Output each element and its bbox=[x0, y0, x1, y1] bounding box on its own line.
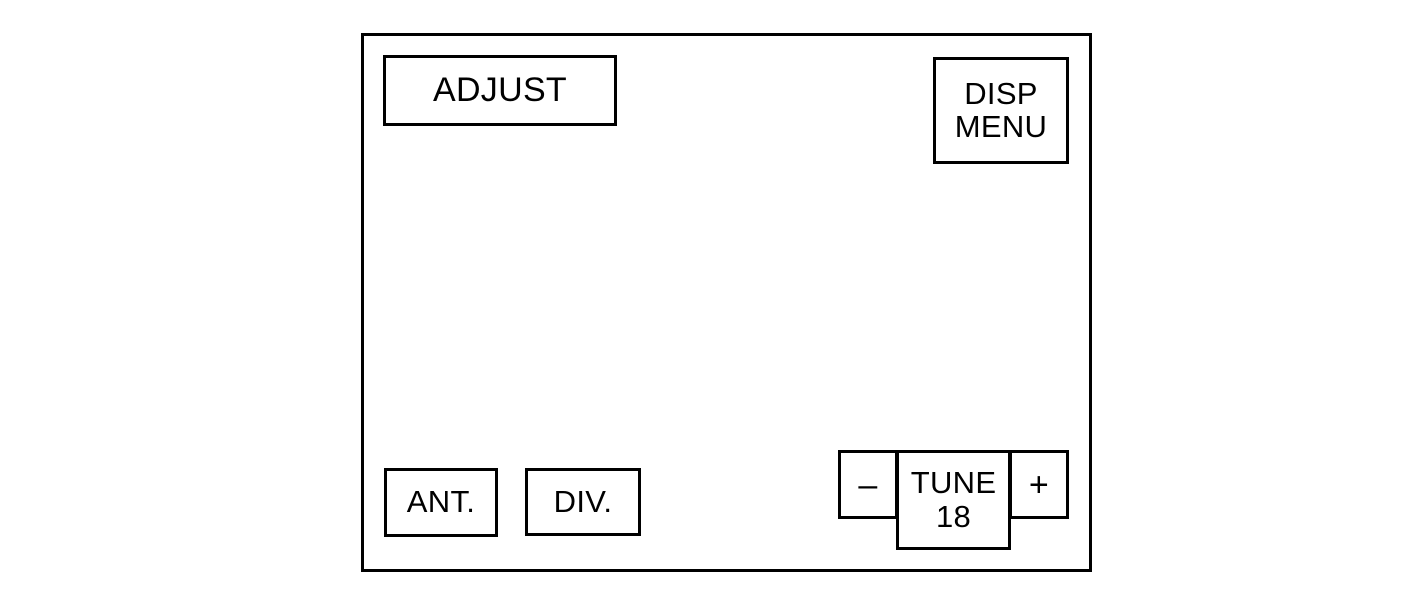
plus-icon: + bbox=[1028, 465, 1050, 504]
tune-stepper: – + TUNE 18 bbox=[838, 450, 1072, 553]
adjust-button-label: ADJUST bbox=[432, 70, 568, 109]
tune-decrement-button[interactable]: – bbox=[838, 450, 898, 519]
radio-control-panel: ADJUST DISP MENU ANT. DIV. – + TUNE 18 bbox=[361, 33, 1092, 572]
disp-menu-button-label-line1: DISP bbox=[964, 76, 1038, 112]
diversity-button[interactable]: DIV. bbox=[525, 468, 641, 536]
tune-display-button[interactable]: TUNE 18 bbox=[896, 450, 1011, 550]
disp-menu-button-label-line2: MENU bbox=[954, 108, 1048, 144]
tune-value: 18 bbox=[935, 498, 972, 534]
minus-icon: – bbox=[858, 465, 878, 504]
tune-increment-button[interactable]: + bbox=[1009, 450, 1069, 519]
antenna-button-label: ANT. bbox=[406, 484, 476, 520]
diversity-button-label: DIV. bbox=[553, 483, 613, 519]
disp-menu-button[interactable]: DISP MENU bbox=[933, 57, 1069, 164]
tune-label: TUNE bbox=[910, 465, 997, 501]
adjust-button[interactable]: ADJUST bbox=[383, 55, 617, 126]
antenna-button[interactable]: ANT. bbox=[384, 468, 498, 537]
